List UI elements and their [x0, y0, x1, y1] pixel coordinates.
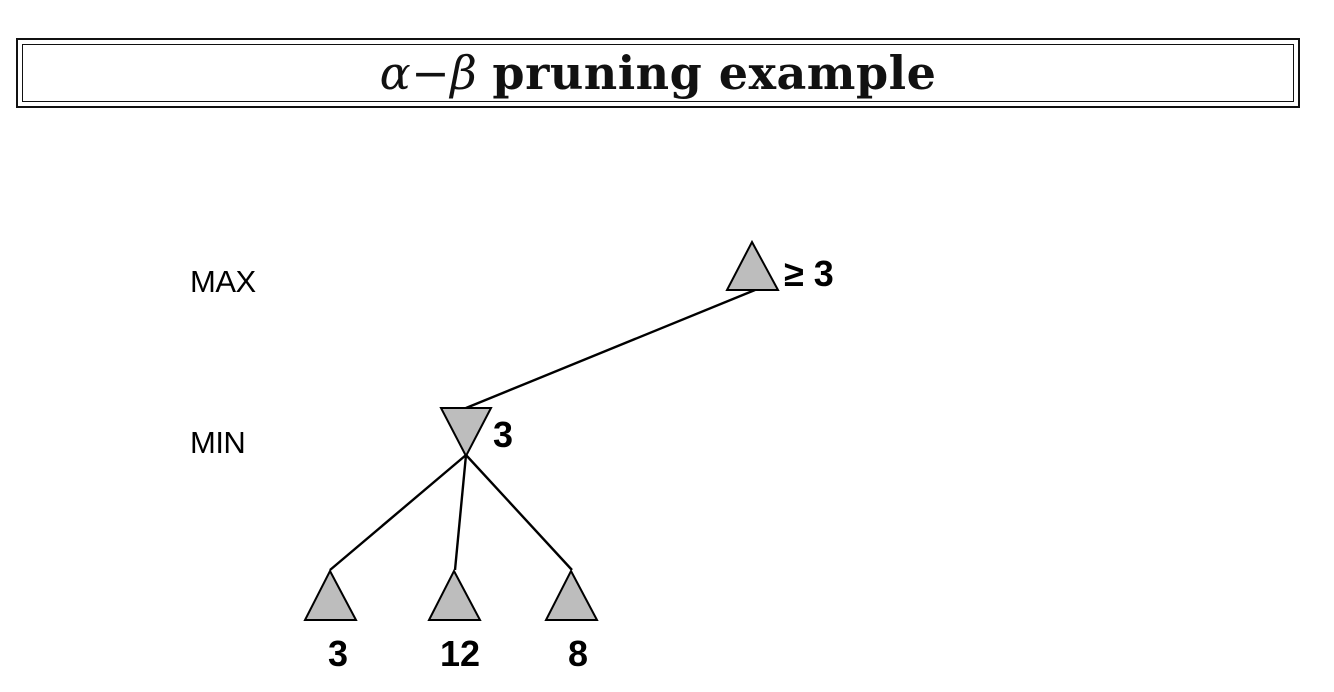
leaf-value-3: 8: [568, 633, 588, 674]
edge-min-to-leaf-2: [453, 454, 468, 571]
title-frame: α−β pruning example: [16, 38, 1300, 108]
min-level-label: MIN: [190, 425, 246, 460]
title-greek-symbols: α−β: [379, 46, 478, 100]
max-node-root: [725, 239, 780, 291]
min-node: [439, 407, 493, 459]
max-level-label: MAX: [190, 264, 256, 299]
edge-root-to-min: [465, 288, 756, 410]
title-frame-inner: α−β pruning example: [22, 44, 1294, 102]
min-value-label: 3: [493, 414, 513, 455]
leaf-value-2: 12: [440, 633, 480, 674]
slide-title: α−β pruning example: [380, 46, 937, 100]
leaf-node-1: [303, 568, 358, 621]
leaf-node-2: [427, 568, 482, 621]
leaf-value-1: 3: [328, 633, 348, 674]
root-value-label: ≥ 3: [784, 253, 834, 294]
edge-min-to-leaf-3: [465, 454, 573, 571]
leaf-node-3: [544, 568, 599, 621]
edge-min-to-leaf-1: [329, 454, 467, 571]
title-main-text: pruning example: [492, 46, 937, 100]
